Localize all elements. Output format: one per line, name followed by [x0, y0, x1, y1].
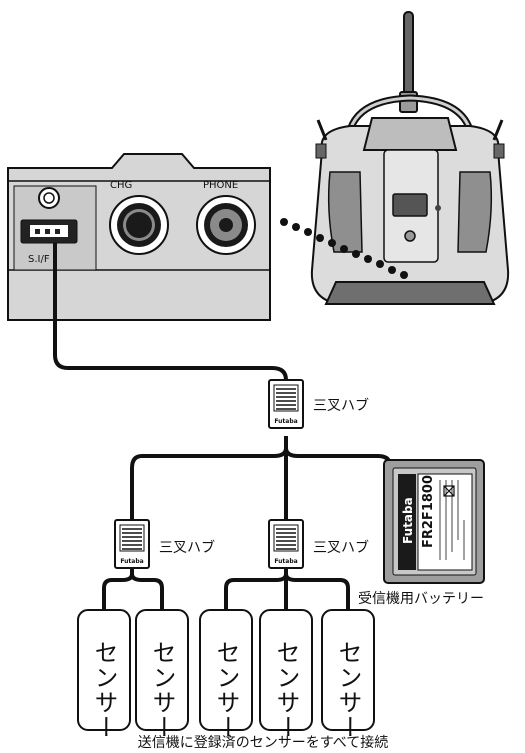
hub-brand: Futaba	[274, 558, 297, 565]
phone-jack	[196, 195, 256, 255]
sensor-label: センサー	[334, 640, 362, 740]
hub-label: 三叉ハブ	[313, 539, 369, 556]
sensor-label: センサー	[212, 640, 240, 740]
battery-model: FR2F1800	[421, 475, 436, 548]
transmitter	[310, 11, 510, 305]
diagram-caption: 送信機に登録済のセンサーをすべて接続	[138, 734, 388, 751]
transmitter-antenna	[403, 11, 414, 105]
sensor-3: センサー	[199, 609, 253, 740]
hub-brand: Futaba	[120, 558, 143, 565]
hub-group: Futaba 三叉ハブ Futaba 三叉ハブ Futaba 三叉ハブ	[114, 379, 369, 569]
three-way-hub-left: Futaba 三叉ハブ	[114, 519, 215, 569]
sensor-1: センサー	[77, 609, 131, 740]
transmitter-back-panel: S.I/F CHG PHONE	[7, 153, 271, 321]
transmitter-connector	[392, 193, 428, 217]
sensor-2: センサー	[135, 609, 189, 740]
sensor-label: センサー	[148, 640, 176, 740]
sbus-label: S.I/F	[28, 254, 50, 265]
battery-caption: 受信機用バッテリー	[358, 591, 484, 607]
cables	[53, 243, 392, 610]
chg-jack	[109, 195, 169, 255]
chg-label: CHG	[110, 180, 132, 191]
hub-label: 三叉ハブ	[159, 539, 215, 556]
sensor-5: センサー	[321, 609, 375, 740]
battery-disposal-icon	[443, 485, 455, 497]
sensor-4: センサー	[259, 609, 313, 740]
receiver-battery: Futaba FR2F1800	[383, 459, 485, 584]
hub-brand: Futaba	[274, 418, 297, 425]
three-way-hub-center: Futaba 三叉ハブ	[268, 519, 369, 569]
sensor-label: センサー	[90, 640, 118, 740]
sensor-group: センサー センサー センサー センサー センサー	[77, 609, 375, 740]
leader-dots	[280, 218, 408, 279]
three-way-hub-main: Futaba 三叉ハブ	[268, 379, 369, 429]
phone-label: PHONE	[203, 180, 238, 191]
battery-brand: Futaba	[401, 497, 415, 544]
sensor-label: センサー	[272, 640, 300, 740]
hub-label: 三叉ハブ	[313, 397, 369, 414]
